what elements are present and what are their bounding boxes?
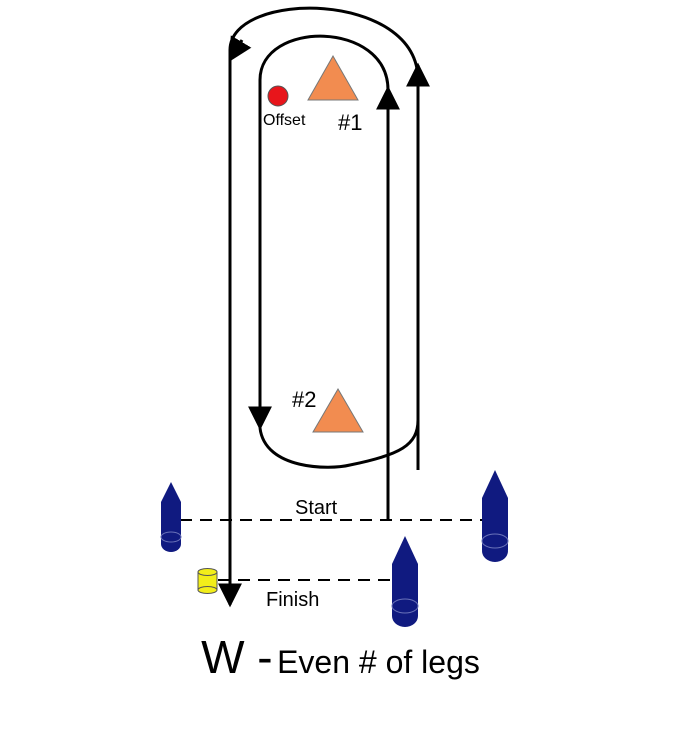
diagram-caption: W - Even # of legs [0,630,681,684]
offset-label: Offset [263,112,306,129]
finish-pin-icon [197,568,218,594]
start-right-boat-icon [481,470,509,562]
finish-boat-icon [391,536,419,627]
outer-leg-path [218,6,420,608]
start-label: Start [295,497,338,519]
start-left-boat-icon [160,482,182,552]
mark-2-icon [312,388,364,433]
bottom-rounding-path [258,419,420,469]
mark-1-label: #1 [338,110,362,135]
caption-text: Even # of legs [277,644,480,680]
caption-letter: W - [201,631,273,683]
top-left-arrow [228,35,252,63]
offset-mark-icon [267,85,289,107]
mark-1-icon [307,54,359,101]
finish-label: Finish [266,589,319,611]
mark-2-label: #2 [292,387,316,412]
inner-leg-path [248,34,390,520]
